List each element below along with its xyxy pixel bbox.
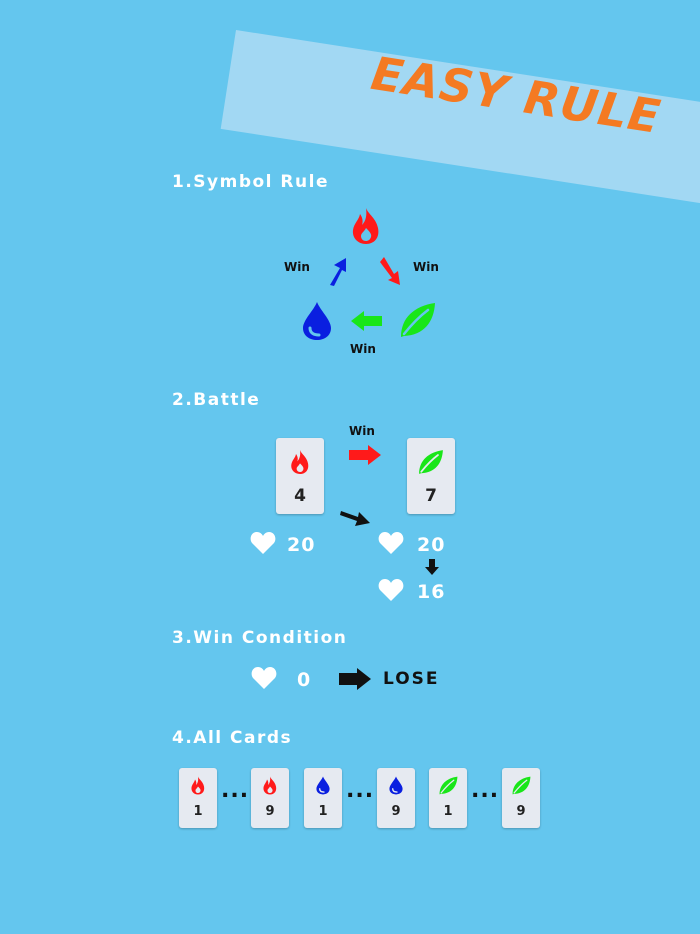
arrow-right-red-icon [349,445,381,465]
arrow-diagonal-black-icon [340,511,370,526]
leaf-icon [419,450,443,474]
ellipsis: ... [471,778,500,803]
arrow-right-black-icon [339,668,371,690]
water-icon [389,776,403,795]
section-title-win-condition: 3.Win Condition [172,628,348,648]
card-number: 9 [391,804,401,819]
leaf-icon [401,303,435,337]
hp-right-after: 16 [417,581,446,603]
win-label-bottom: Win [350,342,376,356]
card-number: 1 [443,804,453,819]
battle-card-fire: 4 [276,438,324,514]
win-label-left: Win [284,260,310,274]
card-number: 1 [318,804,328,819]
heart-icon [378,579,404,601]
card-fire-9: 9 [251,768,289,828]
win-label-right: Win [413,260,439,274]
card-leaf-9: 9 [502,768,540,828]
card-number: 7 [425,486,437,506]
heart-icon [250,532,276,554]
fire-icon [352,208,379,244]
ellipsis: ... [346,778,375,803]
lose-label: LOSE [383,669,440,689]
arrow-fire-to-leaf-icon [380,257,400,285]
section-title-all-cards: 4.All Cards [172,728,293,748]
heart-icon [378,532,404,554]
battle-card-leaf: 7 [407,438,455,514]
section-title-symbol-rule: 1.Symbol Rule [172,172,329,192]
card-water-9: 9 [377,768,415,828]
card-number: 9 [265,804,275,819]
fire-icon [263,776,277,795]
section-title-battle: 2.Battle [172,390,261,410]
leaf-icon [439,776,458,795]
card-number: 9 [516,804,526,819]
leaf-icon [512,776,531,795]
fire-icon [291,450,309,474]
water-icon [303,302,331,340]
hp-zero: 0 [297,669,312,691]
heart-icon [251,667,277,689]
card-fire-1: 1 [179,768,217,828]
ellipsis: ... [221,778,250,803]
arrow-down-black-icon [425,559,439,575]
hp-left: 20 [287,534,316,556]
hp-right-before: 20 [417,534,446,556]
battle-win-label: Win [349,424,375,438]
fire-icon [191,776,205,795]
card-leaf-1: 1 [429,768,467,828]
card-number: 1 [193,804,203,819]
arrow-water-to-fire-icon [330,258,346,286]
water-icon [316,776,330,795]
arrow-leaf-to-water-icon [351,311,382,331]
card-number: 4 [294,486,306,506]
card-water-1: 1 [304,768,342,828]
